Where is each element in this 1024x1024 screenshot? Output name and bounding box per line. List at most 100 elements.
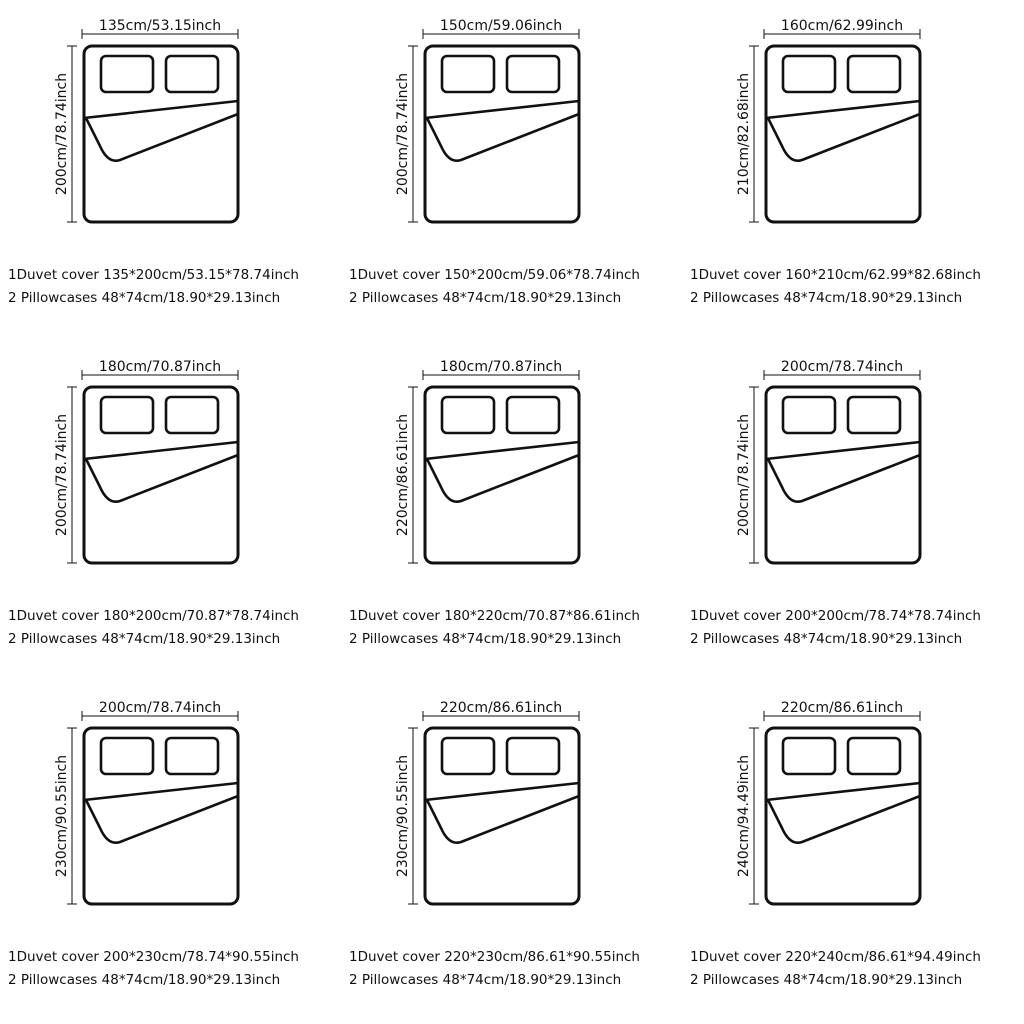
duvet-cover-line: 1Duvet cover 220*230cm/86.61*90.55inch xyxy=(349,949,640,965)
pillow-left xyxy=(781,54,837,94)
size-caption: 1Duvet cover 220*240cm/86.61*94.49inch 2… xyxy=(690,946,1023,992)
width-label: 135cm/53.15inch xyxy=(99,18,221,34)
pillowcases-line: 2 Pillowcases 48*74cm/18.90*29.13inch xyxy=(8,972,281,988)
pillow-left xyxy=(99,736,155,776)
bed-outline xyxy=(423,726,581,906)
width-label: 220cm/86.61inch xyxy=(781,700,903,716)
duvet-top-edge xyxy=(765,440,921,461)
bed-diagram: 180cm/70.87inch 200cm/78.74inch xyxy=(54,359,240,565)
pillow-left xyxy=(440,54,496,94)
size-panel-180x220: 180cm/70.87inch 220cm/86.61inch 1Duvet c… xyxy=(341,341,682,682)
duvet-top-edge xyxy=(83,99,239,120)
duvet-cover-line: 1Duvet cover 220*240cm/86.61*94.49inch xyxy=(690,949,981,965)
bed-diagram: 200cm/78.74inch 230cm/90.55inch xyxy=(54,700,240,906)
pillowcases-line: 2 Pillowcases 48*74cm/18.90*29.13inch xyxy=(690,290,963,306)
pillow-left xyxy=(781,395,837,435)
duvet-fold xyxy=(84,112,239,162)
duvet-top-edge xyxy=(765,781,921,802)
size-caption: 1Duvet cover 160*210cm/62.99*82.68inch 2… xyxy=(690,264,1023,310)
duvet-fold xyxy=(425,112,580,162)
bed-outline xyxy=(764,44,922,224)
pillowcases-line: 2 Pillowcases 48*74cm/18.90*29.13inch xyxy=(349,631,622,647)
width-label: 150cm/59.06inch xyxy=(440,18,562,34)
pillow-right xyxy=(164,54,220,94)
width-label: 180cm/70.87inch xyxy=(440,359,562,375)
pillowcases-line: 2 Pillowcases 48*74cm/18.90*29.13inch xyxy=(690,631,963,647)
size-caption: 1Duvet cover 135*200cm/53.15*78.74inch 2… xyxy=(8,264,341,310)
bed-diagram: 135cm/53.15inch 200cm/78.74inch xyxy=(54,18,240,224)
height-label: 220cm/86.61inch xyxy=(395,414,411,536)
bed-diagram: 220cm/86.61inch 240cm/94.49inch xyxy=(736,700,922,906)
width-label: 180cm/70.87inch xyxy=(99,359,221,375)
size-panel-135x200: 135cm/53.15inch 200cm/78.74inch 1Duvet c… xyxy=(0,0,341,341)
pillow-right xyxy=(846,54,902,94)
bed-diagram: 180cm/70.87inch 220cm/86.61inch xyxy=(395,359,581,565)
height-label: 240cm/94.49inch xyxy=(736,755,752,877)
size-caption: 1Duvet cover 220*230cm/86.61*90.55inch 2… xyxy=(349,946,682,992)
bed-outline xyxy=(82,726,240,906)
pillow-left xyxy=(440,736,496,776)
duvet-top-edge xyxy=(765,99,921,120)
pillow-left xyxy=(440,395,496,435)
pillowcases-line: 2 Pillowcases 48*74cm/18.90*29.13inch xyxy=(8,290,281,306)
duvet-cover-line: 1Duvet cover 200*200cm/78.74*78.74inch xyxy=(690,608,981,624)
duvet-cover-line: 1Duvet cover 150*200cm/59.06*78.74inch xyxy=(349,267,640,283)
duvet-cover-line: 1Duvet cover 200*230cm/78.74*90.55inch xyxy=(8,949,299,965)
duvet-cover-line: 1Duvet cover 160*210cm/62.99*82.68inch xyxy=(690,267,981,283)
pillow-right xyxy=(164,736,220,776)
pillow-right xyxy=(846,736,902,776)
duvet-top-edge xyxy=(424,99,580,120)
size-caption: 1Duvet cover 200*230cm/78.74*90.55inch 2… xyxy=(8,946,341,992)
duvet-top-edge xyxy=(424,781,580,802)
size-panel-220x230: 220cm/86.61inch 230cm/90.55inch 1Duvet c… xyxy=(341,682,682,1024)
bed-outline xyxy=(764,385,922,565)
pillow-right xyxy=(846,395,902,435)
duvet-cover-line: 1Duvet cover 135*200cm/53.15*78.74inch xyxy=(8,267,299,283)
size-panel-150x200: 150cm/59.06inch 200cm/78.74inch 1Duvet c… xyxy=(341,0,682,341)
size-panel-200x200: 200cm/78.74inch 200cm/78.74inch 1Duvet c… xyxy=(682,341,1024,682)
pillow-right xyxy=(505,54,561,94)
width-label: 220cm/86.61inch xyxy=(440,700,562,716)
size-caption: 1Duvet cover 150*200cm/59.06*78.74inch 2… xyxy=(349,264,682,310)
height-label: 210cm/82.68inch xyxy=(736,73,752,195)
size-panel-200x230: 200cm/78.74inch 230cm/90.55inch 1Duvet c… xyxy=(0,682,341,1024)
duvet-top-edge xyxy=(83,440,239,461)
size-caption: 1Duvet cover 180*220cm/70.87*86.61inch 2… xyxy=(349,605,682,651)
duvet-top-edge xyxy=(83,781,239,802)
size-panel-220x240: 220cm/86.61inch 240cm/94.49inch 1Duvet c… xyxy=(682,682,1024,1024)
height-label: 230cm/90.55inch xyxy=(54,755,70,877)
bed-diagram: 160cm/62.99inch 210cm/82.68inch xyxy=(736,18,922,224)
bed-outline xyxy=(423,44,581,224)
pillowcases-line: 2 Pillowcases 48*74cm/18.90*29.13inch xyxy=(8,631,281,647)
bed-outline xyxy=(423,385,581,565)
pillow-right xyxy=(164,395,220,435)
duvet-fold xyxy=(425,453,580,503)
pillow-right xyxy=(505,736,561,776)
pillowcases-line: 2 Pillowcases 48*74cm/18.90*29.13inch xyxy=(349,972,622,988)
duvet-top-edge xyxy=(424,440,580,461)
pillow-left xyxy=(781,736,837,776)
duvet-cover-line: 1Duvet cover 180*200cm/70.87*78.74inch xyxy=(8,608,299,624)
duvet-fold xyxy=(766,794,921,844)
pillow-left xyxy=(99,395,155,435)
bed-diagram: 220cm/86.61inch 230cm/90.55inch xyxy=(395,700,581,906)
pillow-right xyxy=(505,395,561,435)
duvet-fold xyxy=(766,453,921,503)
height-label: 230cm/90.55inch xyxy=(395,755,411,877)
duvet-cover-line: 1Duvet cover 180*220cm/70.87*86.61inch xyxy=(349,608,640,624)
bed-outline xyxy=(764,726,922,906)
height-label: 200cm/78.74inch xyxy=(736,414,752,536)
bed-outline xyxy=(82,44,240,224)
duvet-fold xyxy=(84,794,239,844)
size-caption: 1Duvet cover 180*200cm/70.87*78.74inch 2… xyxy=(8,605,341,651)
size-panel-160x210: 160cm/62.99inch 210cm/82.68inch 1Duvet c… xyxy=(682,0,1024,341)
pillow-left xyxy=(99,54,155,94)
size-caption: 1Duvet cover 200*200cm/78.74*78.74inch 2… xyxy=(690,605,1023,651)
width-label: 200cm/78.74inch xyxy=(99,700,221,716)
height-label: 200cm/78.74inch xyxy=(395,73,411,195)
pillowcases-line: 2 Pillowcases 48*74cm/18.90*29.13inch xyxy=(690,972,963,988)
width-label: 200cm/78.74inch xyxy=(781,359,903,375)
size-panel-180x200: 180cm/70.87inch 200cm/78.74inch 1Duvet c… xyxy=(0,341,341,682)
duvet-fold xyxy=(766,112,921,162)
